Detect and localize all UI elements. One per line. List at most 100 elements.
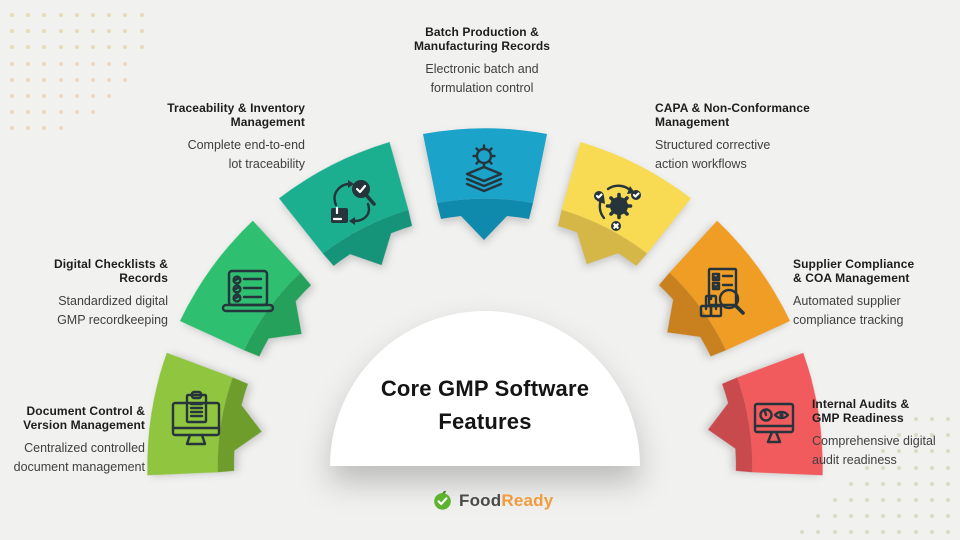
decor-dot — [832, 498, 837, 502]
feature-title: Traceability & Inventory Management — [167, 101, 305, 129]
decor-dot — [42, 110, 47, 115]
decor-dot — [913, 417, 918, 421]
decor-dot — [26, 77, 31, 82]
decor-dot — [913, 465, 918, 470]
feature-description: Automated supplier compliance tracking — [793, 294, 904, 327]
feature-title: CAPA & Non-Conformance Management — [655, 101, 810, 129]
decor-dot — [107, 94, 112, 98]
feature-label-supplier-compliance: Supplier Compliance & COA Management Aut… — [793, 257, 960, 330]
decor-dot — [897, 530, 902, 535]
decor-dot — [10, 45, 14, 50]
decor-dot — [139, 29, 144, 34]
decor-dot — [26, 61, 31, 66]
decor-dot — [58, 13, 63, 17]
decor-dot — [74, 110, 79, 115]
decor-dot — [10, 77, 14, 82]
decor-dot — [58, 126, 63, 131]
decor-dot — [913, 514, 918, 519]
decor-dot — [74, 29, 79, 34]
feature-description: Standardized digital GMP recordkeeping — [57, 294, 168, 327]
decor-dot — [929, 481, 934, 486]
decor-dot — [929, 530, 934, 535]
decor-dot — [946, 465, 950, 470]
decor-dot — [832, 530, 837, 535]
decor-dot — [10, 61, 14, 66]
decor-dot — [58, 29, 63, 34]
laptop-checklist-icon — [216, 262, 280, 326]
gear-cycle-check-icon — [586, 173, 650, 237]
decor-dot — [929, 514, 934, 519]
monitor-document-icon — [164, 388, 228, 452]
decor-dot — [123, 77, 128, 82]
decor-dot — [897, 433, 902, 438]
decor-dot — [107, 13, 112, 17]
decor-dot — [848, 514, 853, 519]
feature-description: Complete end-to-end lot traceability — [187, 138, 305, 171]
decor-dot — [800, 530, 805, 535]
feature-label-document-control: Document Control & Version Management Ce… — [0, 404, 145, 477]
decor-dot — [26, 126, 31, 131]
decor-dot — [865, 530, 869, 535]
decor-dot — [848, 481, 853, 486]
decor-dot — [91, 94, 95, 98]
decor-dot — [42, 126, 47, 131]
decor-dot — [26, 29, 31, 34]
feature-label-batch-production: Batch Production & Manufacturing Records… — [362, 25, 602, 98]
decor-dot — [881, 514, 886, 519]
decor-dot — [91, 61, 95, 66]
feature-label-digital-checklists: Digital Checklists & Records Standardize… — [0, 257, 168, 330]
decor-dot — [816, 514, 821, 519]
feature-title: Internal Audits & GMP Readiness — [812, 397, 910, 425]
decor-dot — [42, 13, 47, 17]
decor-dot — [91, 13, 95, 17]
decor-dot — [91, 29, 95, 34]
layers-gear-icon — [452, 141, 516, 205]
page-title: Core GMP Software Features — [380, 376, 590, 434]
decor-dot — [74, 61, 79, 66]
decor-dot — [74, 13, 79, 17]
decor-dot — [848, 530, 853, 535]
decor-dot — [74, 45, 79, 50]
feature-description: Centralized controlled document manageme… — [13, 441, 145, 474]
decor-dot — [946, 514, 950, 519]
decor-dot — [58, 94, 63, 98]
decor-dot — [10, 29, 14, 34]
decor-dot — [10, 13, 14, 17]
decor-dot — [123, 29, 128, 34]
petal-traceability — [279, 142, 413, 266]
decor-dot — [881, 498, 886, 502]
decor-dot — [10, 94, 14, 98]
decor-dot — [26, 94, 31, 98]
decor-dot — [123, 13, 128, 17]
decor-dot — [26, 110, 31, 115]
feature-title: Supplier Compliance & COA Management — [793, 257, 915, 285]
feature-description: Structured corrective action workflows — [655, 138, 771, 171]
decor-dot — [107, 61, 112, 66]
feature-title: Digital Checklists & Records — [53, 257, 168, 285]
decor-dot — [10, 126, 14, 131]
decor-dot — [929, 433, 934, 438]
decor-dot — [881, 530, 886, 535]
feature-label-capa: CAPA & Non-Conformance Management Struct… — [655, 101, 845, 174]
decor-dot — [26, 13, 31, 17]
decor-dot — [929, 498, 934, 502]
feature-label-internal-audits: Internal Audits & GMP Readiness Comprehe… — [812, 397, 960, 470]
apple-check-icon — [434, 490, 451, 510]
feature-title: Document Control & Version Management — [23, 404, 145, 432]
decor-dot — [929, 417, 934, 421]
decor-dot — [913, 449, 918, 454]
decor-dot — [42, 94, 47, 98]
decor-dot — [74, 94, 79, 98]
decor-dot — [913, 433, 918, 438]
decor-dot — [91, 110, 95, 115]
decor-dot — [946, 417, 950, 421]
decor-dot — [58, 45, 63, 50]
decor-dot — [929, 465, 934, 470]
decor-dot — [881, 481, 886, 486]
monitor-clock-eye-icon — [742, 390, 806, 454]
feature-title: Batch Production & Manufacturing Records — [413, 25, 551, 53]
decor-dot — [816, 530, 821, 535]
decor-dot — [897, 498, 902, 502]
petal-document-control — [147, 352, 262, 476]
decor-dot — [929, 449, 934, 454]
